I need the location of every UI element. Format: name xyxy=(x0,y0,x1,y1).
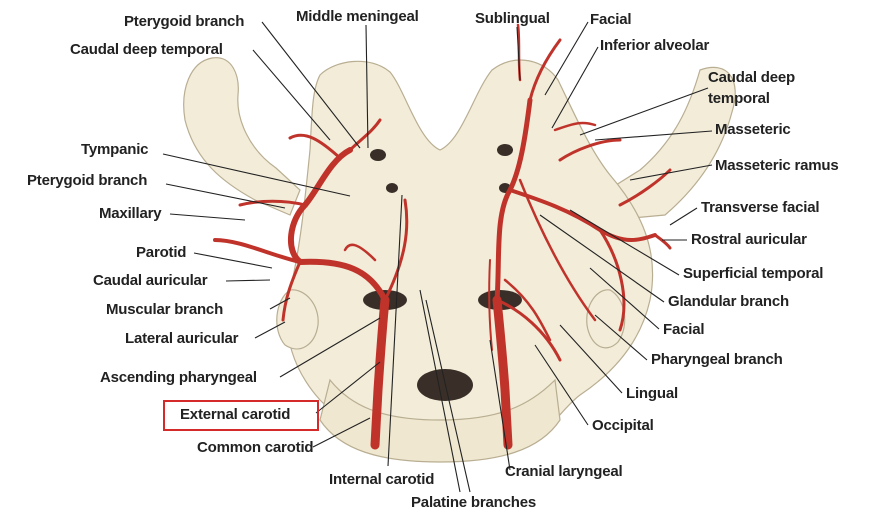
label-transverse-facial: Transverse facial xyxy=(701,199,819,216)
label-lateral-auricular: Lateral auricular xyxy=(125,330,238,347)
label-common-carotid: Common carotid xyxy=(197,439,313,456)
label-pharyngeal-branch: Pharyngeal branch xyxy=(651,351,783,368)
label-muscular-branch: Muscular branch xyxy=(106,301,223,318)
label-external-carotid: External carotid xyxy=(180,406,290,423)
label-caudal-deep-temporal-right-1: Caudal deep xyxy=(708,69,795,86)
label-internal-carotid: Internal carotid xyxy=(329,471,434,488)
label-caudal-deep-temporal-left: Caudal deep temporal xyxy=(70,41,223,58)
label-occipital: Occipital xyxy=(592,417,654,434)
label-glandular-branch: Glandular branch xyxy=(668,293,789,310)
label-masseteric: Masseteric xyxy=(715,121,791,138)
label-tympanic: Tympanic xyxy=(81,141,148,158)
label-maxillary: Maxillary xyxy=(99,205,161,222)
label-masseteric-ramus: Masseteric ramus xyxy=(715,157,839,174)
label-inferior-alveolar: Inferior alveolar xyxy=(600,37,709,54)
label-middle-meningeal: Middle meningeal xyxy=(296,8,419,25)
label-cranial-laryngeal: Cranial laryngeal xyxy=(505,463,623,480)
label-sublingual: Sublingual xyxy=(475,10,550,27)
label-lingual: Lingual xyxy=(626,385,678,402)
label-parotid: Parotid xyxy=(136,244,186,261)
label-facial-right: Facial xyxy=(663,321,704,338)
label-facial-top: Facial xyxy=(590,11,631,28)
label-ascending-pharyngeal: Ascending pharyngeal xyxy=(100,369,257,386)
label-rostral-auricular: Rostral auricular xyxy=(691,231,807,248)
label-pterygoid-branch-top: Pterygoid branch xyxy=(124,13,244,30)
label-caudal-deep-temporal-right-2: temporal xyxy=(708,90,770,107)
label-superficial-temporal: Superficial temporal xyxy=(683,265,823,282)
label-pterygoid-branch-left: Pterygoid branch xyxy=(27,172,147,189)
label-palatine-branches: Palatine branches xyxy=(411,494,536,511)
label-caudal-auricular: Caudal auricular xyxy=(93,272,207,289)
